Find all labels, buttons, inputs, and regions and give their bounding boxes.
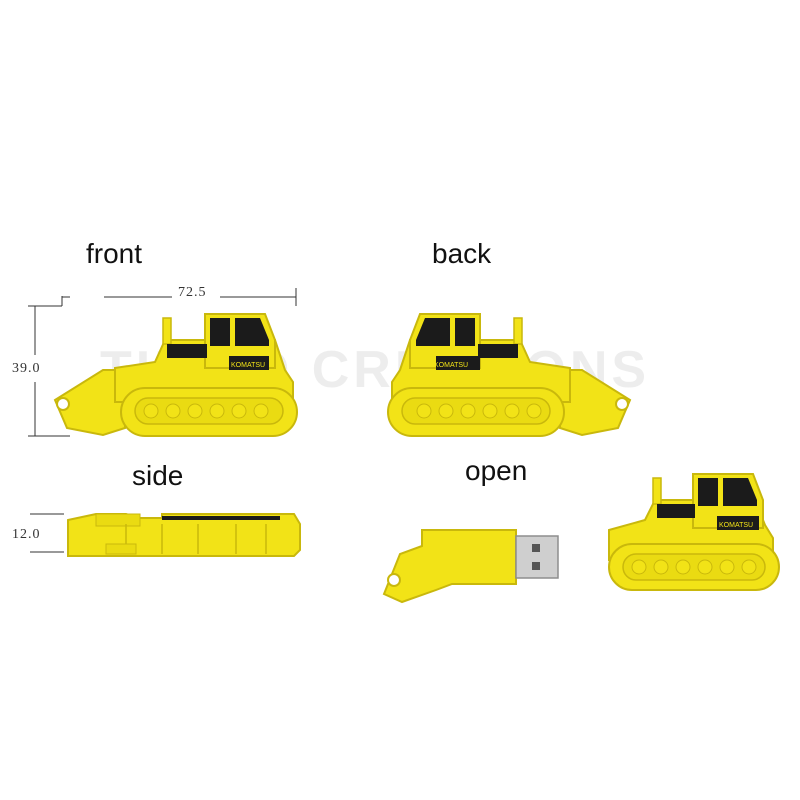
usb-open-view — [382, 529, 559, 604]
dimension-width: 72.5 — [178, 285, 207, 300]
label-open: open — [465, 455, 528, 486]
bulldozer-front-view: KOMATSU — [53, 313, 298, 437]
dimension-thickness: 12.0 — [12, 527, 41, 542]
brand-mark-body: KOMATSU — [719, 522, 753, 529]
bulldozer-side-view — [67, 513, 301, 557]
brand-mark-back: KOMATSU — [434, 362, 468, 369]
bulldozer-back-view: KOMATSU — [387, 313, 632, 437]
dimension-height: 39.0 — [12, 361, 41, 376]
brand-mark-front: KOMATSU — [231, 362, 265, 369]
label-front: front — [86, 238, 143, 269]
label-side: side — [132, 460, 184, 491]
bulldozer-body-view: KOMATSU — [608, 473, 780, 591]
usb-connector — [515, 535, 559, 579]
label-back: back — [432, 238, 492, 269]
